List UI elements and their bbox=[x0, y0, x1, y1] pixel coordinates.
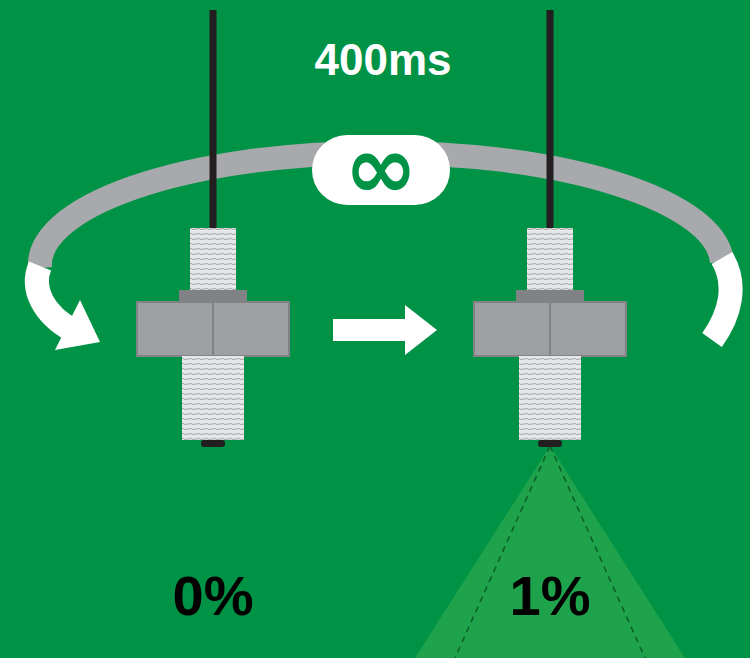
interval-label: 400ms bbox=[314, 38, 451, 82]
upper-thread bbox=[527, 228, 573, 292]
lower-thread bbox=[519, 356, 581, 440]
transition-arrow bbox=[333, 305, 437, 355]
duty-label: 0% bbox=[173, 568, 254, 624]
lower-thread bbox=[182, 356, 244, 440]
cable bbox=[547, 10, 554, 232]
sensor-beam bbox=[415, 446, 685, 658]
proximity-sensor bbox=[137, 10, 289, 447]
nut-edge bbox=[549, 302, 551, 356]
upper-thread bbox=[190, 228, 236, 292]
loop-arrow-left bbox=[37, 266, 72, 330]
cable bbox=[210, 10, 217, 232]
duty-label: 1% bbox=[510, 568, 591, 624]
hex-nut bbox=[474, 302, 626, 356]
nut-edge bbox=[212, 302, 214, 356]
sensor-tip bbox=[201, 440, 225, 447]
loop-arrow-right bbox=[712, 258, 731, 340]
infinity-symbol: ∞ bbox=[344, 124, 417, 212]
sensor-tip bbox=[538, 440, 562, 447]
loop-arrowhead bbox=[55, 300, 100, 350]
beam-edge bbox=[455, 446, 550, 658]
hex-nut bbox=[137, 302, 289, 356]
proximity-sensor bbox=[474, 10, 626, 447]
beam-edge bbox=[550, 446, 645, 658]
